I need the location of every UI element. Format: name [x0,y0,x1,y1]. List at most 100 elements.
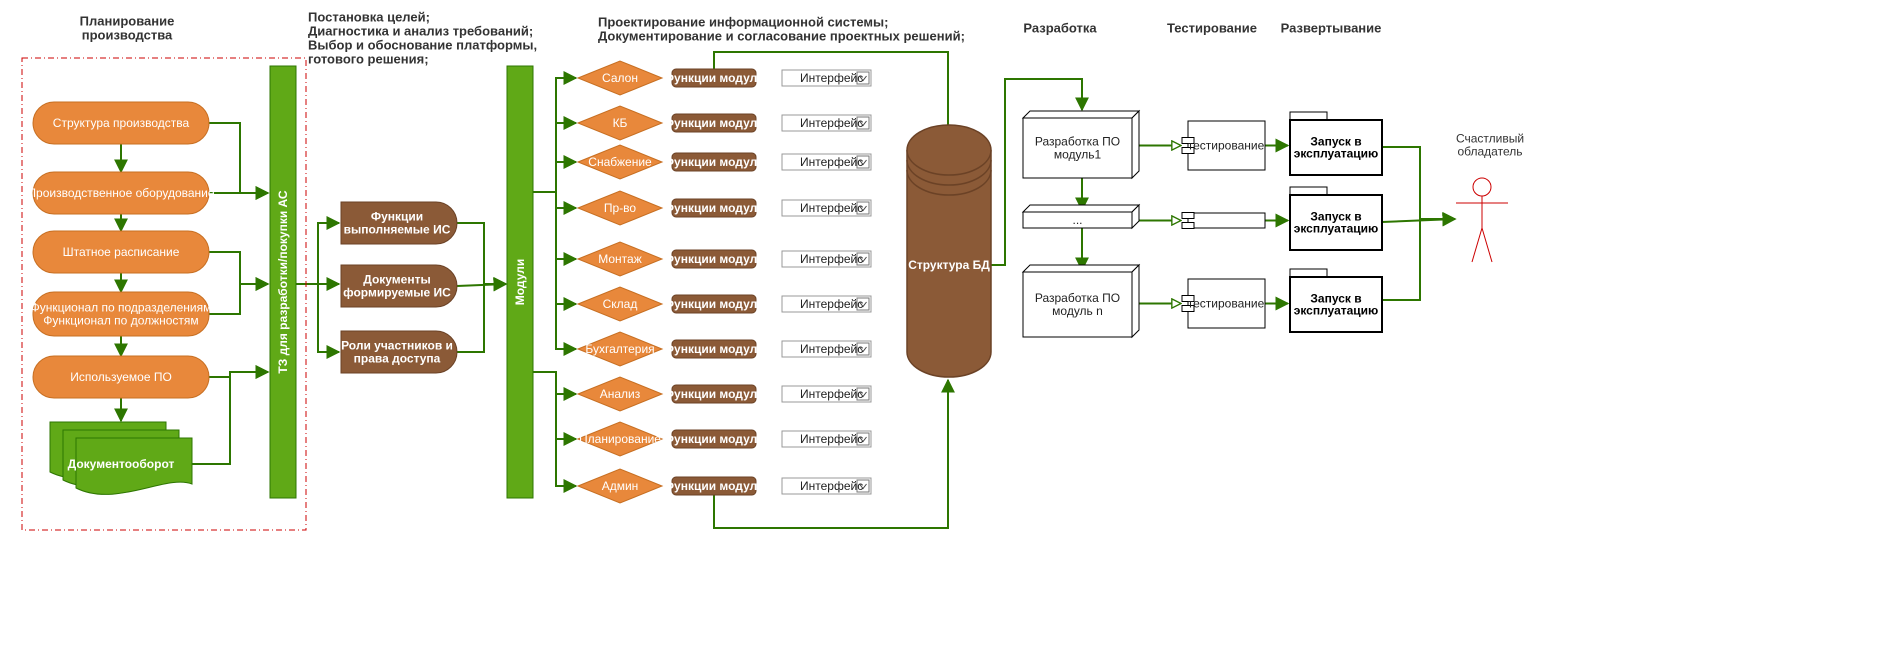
dev-box-side [1131,263,1140,339]
tz-to-analysis-arrow [296,216,341,285]
analysis-box [340,264,458,308]
module-name: Админ [602,479,639,493]
chevron-down-icon [859,75,867,82]
deploy-to-actor-arrow [1382,146,1457,226]
planning-step-label: Структура производства [53,116,190,130]
module-function-label: Функции модуля [664,201,764,215]
functions-to-db-arrow [713,51,955,154]
analysis-box [340,201,458,245]
chevron-down-icon [859,301,867,308]
package-tab [1289,186,1328,196]
modules-to-module-arrow [533,116,578,193]
component-tab-icon [1181,137,1195,144]
tz-bar-label: ТЗ для разработки/покупки АС [276,190,290,374]
db-cylinder-top [906,124,992,176]
module-function-label: Функции модуля [664,71,764,85]
interface-field [781,153,872,171]
planning-step-label: Используемое ПО [70,370,172,384]
module-diamond [576,190,664,226]
modules-to-module-arrow [533,155,578,193]
modules-to-module-arrow [533,371,578,493]
chevron-down-icon [856,297,870,311]
interface-label: Интерфейс [800,432,863,446]
deploy-package [1289,119,1383,176]
analysis-to-modules-arrow [457,277,508,353]
db-cylinder-body [906,150,992,378]
module-function-box [671,68,757,88]
header-design-line: Проектирование информационной системы; [598,15,888,30]
module-name: Анализ [600,387,641,401]
chevron-down-icon [856,252,870,266]
header-deployment: Развертывание [1281,21,1382,36]
module-function-box [671,198,757,218]
module-function-label: Функции модуля [664,479,764,493]
component-tab-icon [1181,212,1195,219]
planning-step [32,230,210,274]
chevron-down-icon [856,155,870,169]
module-function-box [671,476,757,496]
interface-label: Интерфейс [800,252,863,266]
module-diamond [576,60,664,96]
test-component [1187,278,1266,329]
dev-box-top [1021,204,1141,213]
dev-box-top [1021,264,1141,273]
header-goals-line: готового решения; [308,52,429,67]
document-stack-front [75,437,193,495]
chevron-down-icon [859,391,867,398]
module-diamond [576,144,664,180]
modules-bar [506,65,534,499]
module-function-box [671,249,757,269]
module-function-box [671,152,757,172]
interface-field [781,430,872,448]
actor-head [1472,177,1492,197]
interface-label: Интерфейс [800,479,863,493]
planning-step [32,291,210,337]
module-function-box [671,429,757,449]
header-development: Разработка [1023,21,1097,36]
chevron-down-icon [856,201,870,215]
interface-label: Интерфейс [800,201,863,215]
dev-box [1022,211,1133,229]
chevron-down-icon [859,120,867,127]
component-tab-icon [1181,305,1195,312]
module-function-label: Функции модуля [664,116,764,130]
header-goals-line: Диагностика и анализ требований; [308,24,533,39]
chevron-down-icon [856,479,870,493]
modules-to-module-arrow [533,191,578,356]
db-label: Структура БД [908,258,990,272]
db-cylinder-ring [906,169,992,196]
package-tab [1289,268,1328,278]
module-diamond [576,241,664,277]
component-tab-icon [1181,222,1195,229]
header-design-line: Документирование и согласование проектны… [598,29,965,44]
module-diamond [576,331,664,367]
modules-bar-label: Модули [513,259,527,305]
module-diamond [576,286,664,322]
header-goals-line: Выбор и обоснование платформы, [308,38,537,53]
analysis-to-modules-arrow [457,222,508,291]
test-label: тестирование [1188,138,1265,152]
interface-field [781,250,872,268]
package-tab [1289,111,1328,121]
step-to-tz-arrow [209,122,270,200]
module-name: Монтаж [598,252,642,266]
interface-label: Интерфейс [800,155,863,169]
component-tab-icon [1181,147,1195,154]
db-cylinder-ring [906,159,992,186]
docs-to-tz-arrow [192,365,270,465]
module-name: Снабжение [588,155,652,169]
step-to-tz-arrow [209,251,270,291]
deploy-to-actor-arrow [1382,212,1457,301]
modules-to-module-arrow [533,371,578,401]
planning-step [32,355,210,399]
interface-field [781,199,872,217]
interface-label: Интерфейс [800,342,863,356]
tz-bar [269,65,297,499]
